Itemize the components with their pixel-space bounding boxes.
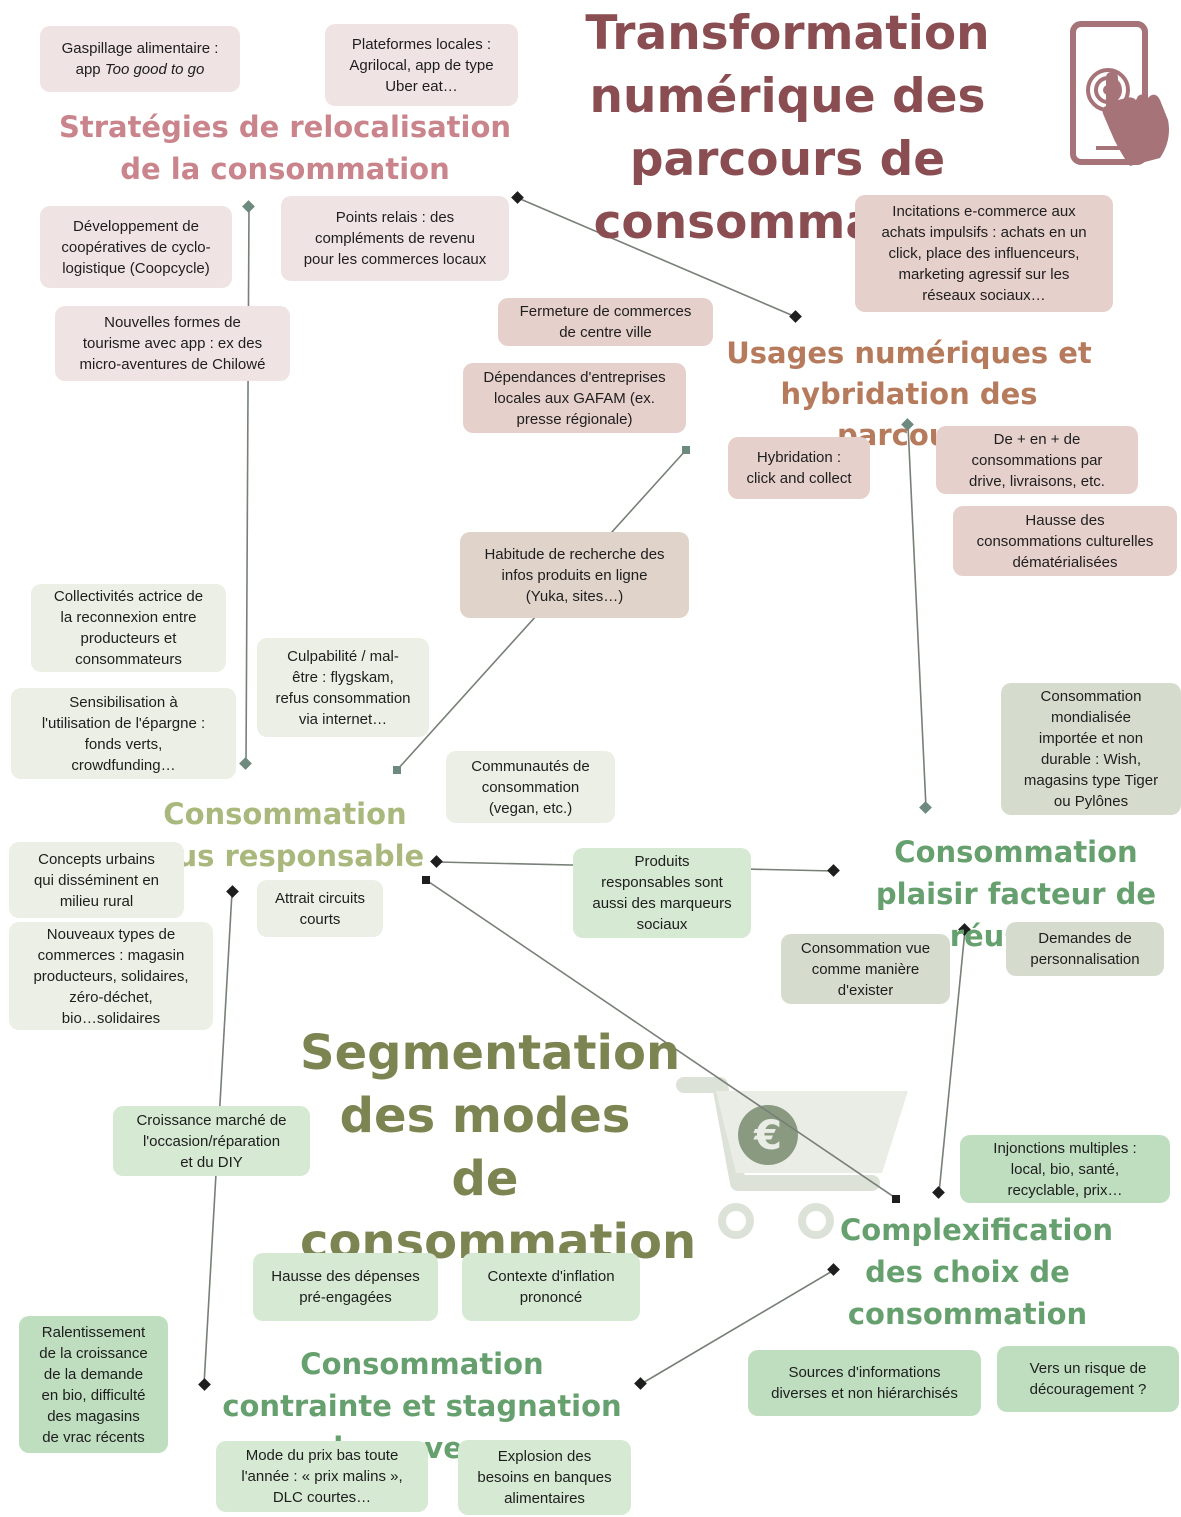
box-occasion: Croissance marché de l'occasion/réparati… xyxy=(113,1106,310,1176)
connector-node xyxy=(932,1186,945,1199)
connector-line xyxy=(425,879,898,1200)
box-collectivites: Collectivités actrice de la reconnexion … xyxy=(31,584,226,672)
connector-node xyxy=(226,885,239,898)
connector-line xyxy=(938,929,966,1194)
box-culturelles: Hausse des consommations culturelles dém… xyxy=(953,506,1177,576)
box-mondialisee: Consommation mondialisée importée et non… xyxy=(1001,683,1181,815)
box-sources: Sources d'informations diverses et non h… xyxy=(748,1350,981,1416)
connector-line xyxy=(640,1269,835,1385)
connector-node xyxy=(239,757,252,770)
connector-node xyxy=(789,310,802,323)
connector-node xyxy=(393,766,401,774)
box-banques: Explosion des besoins en banques aliment… xyxy=(458,1440,631,1515)
box-tourisme: Nouvelles formes de tourisme avec app : … xyxy=(55,306,290,381)
segmentation-title: Segmentation des modes de consommation xyxy=(300,1025,697,1270)
euro-cart-icon: € xyxy=(676,1077,908,1239)
box-prix-bas: Mode du prix bas toute l'année : « prix … xyxy=(216,1441,428,1512)
connector-line xyxy=(245,206,250,765)
box-hybridation: Hybridation : click and collect xyxy=(728,437,870,499)
box-plateformes: Plateformes locales : Agrilocal, app de … xyxy=(325,24,518,106)
box-gaspillage: Gaspillage alimentaire : app Too good to… xyxy=(40,26,240,92)
connector-line xyxy=(517,197,797,318)
box-injonctions: Injonctions multiples : local, bio, sant… xyxy=(960,1135,1170,1203)
box-personnalisation: Demandes de personnalisation xyxy=(1006,922,1164,976)
box-nouveaux-types: Nouveaux types de commerces : magasin pr… xyxy=(9,922,213,1030)
connector-node xyxy=(634,1377,647,1390)
box-depenses: Hausse des dépenses pré-engagées xyxy=(253,1253,438,1321)
box-communautes: Communautés de consommation (vegan, etc.… xyxy=(446,751,615,823)
box-inflation: Contexte d'inflation prononcé xyxy=(462,1253,640,1321)
box-culpabilite: Culpabilité / mal- être : flygskam, refu… xyxy=(257,638,429,737)
box-dependances: Dépendances d'entreprises locales aux GA… xyxy=(463,363,686,433)
svg-text:€: € xyxy=(753,1113,782,1159)
box-decouragement: Vers un risque de découragement ? xyxy=(997,1346,1179,1412)
connector-node xyxy=(422,876,430,884)
connector-node xyxy=(827,1263,840,1276)
connector-node xyxy=(198,1378,211,1391)
box-produits: Produits responsables sont aussi des mar… xyxy=(573,848,751,938)
connector-node xyxy=(682,446,690,454)
box-incitations: Incitations e-commerce aux achats impuls… xyxy=(855,195,1113,312)
box-drive: De + en + de consommations par drive, li… xyxy=(936,426,1138,494)
connector-node xyxy=(919,801,932,814)
box-vue: Consommation vue comme manière d'exister xyxy=(781,934,950,1004)
box-concepts: Concepts urbains qui disséminent en mili… xyxy=(9,842,184,918)
connector-node xyxy=(827,864,840,877)
box-habitude: Habitude de recherche des infos produits… xyxy=(460,532,689,618)
box-ralentissement: Ralentissement de la croissance de la de… xyxy=(19,1316,168,1453)
topic-title-complexification: Complexification des choix de consommati… xyxy=(840,1213,1114,1331)
topic-title-responsable: Consommation plus responsable xyxy=(145,797,425,873)
smartphone-touch-icon xyxy=(1070,21,1169,166)
box-sensibilisation: Sensibilisation à l'utilisation de l'épa… xyxy=(11,688,236,779)
box-fermeture: Fermeture de commerces de centre ville xyxy=(498,298,713,346)
box-cooperatives: Développement de coopératives de cyclo- … xyxy=(40,206,232,288)
box-points-relais: Points relais : des compléments de reven… xyxy=(281,196,509,281)
box-attrait: Attrait circuits courts xyxy=(257,880,383,937)
connector-line xyxy=(907,424,927,809)
connector-node xyxy=(242,200,255,213)
topic-title-relocalisation: Stratégies de relocalisation de la conso… xyxy=(58,110,512,186)
connector-node xyxy=(892,1195,900,1203)
